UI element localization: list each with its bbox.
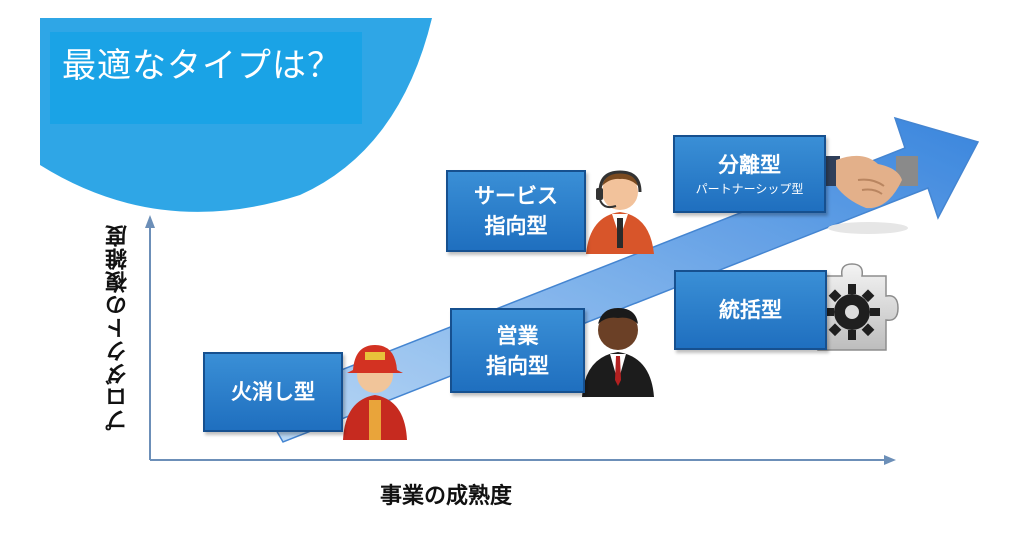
- box-service-oriented: サービス 指向型: [446, 170, 586, 252]
- box-sales-line2: 指向型: [486, 353, 549, 378]
- box-firefighting-label: 火消し型: [231, 380, 315, 404]
- x-axis-arrowhead: [884, 455, 896, 465]
- page-title: 最適なタイプは？: [62, 46, 342, 86]
- box-service-line1: サービス: [474, 184, 558, 208]
- y-axis-arrowhead: [145, 215, 155, 228]
- box-integrated-label: 統括型: [719, 298, 782, 322]
- y-axis-label: プロダクトの複雑度: [106, 224, 131, 432]
- box-separated-line2: パートナーシップ型: [695, 182, 804, 196]
- support-agent-icon: [586, 170, 654, 254]
- firefighter-icon: [343, 345, 407, 440]
- gear-puzzle-icon: [809, 263, 899, 351]
- box-integrated: 統括型: [674, 270, 827, 350]
- handshake-icon: [818, 155, 918, 234]
- title-box: [50, 32, 362, 124]
- box-sales-line1: 営業: [496, 323, 539, 348]
- box-sales-oriented: 営業 指向型: [450, 308, 585, 393]
- box-separated-line1: 分離型: [718, 153, 781, 177]
- box-firefighting: 火消し型: [203, 352, 343, 432]
- box-separated: 分離型 パートナーシップ型: [673, 135, 826, 213]
- x-axis-label: 事業の成熟度: [380, 484, 513, 509]
- businessman-icon: [582, 308, 654, 397]
- box-service-line2: 指向型: [484, 214, 548, 238]
